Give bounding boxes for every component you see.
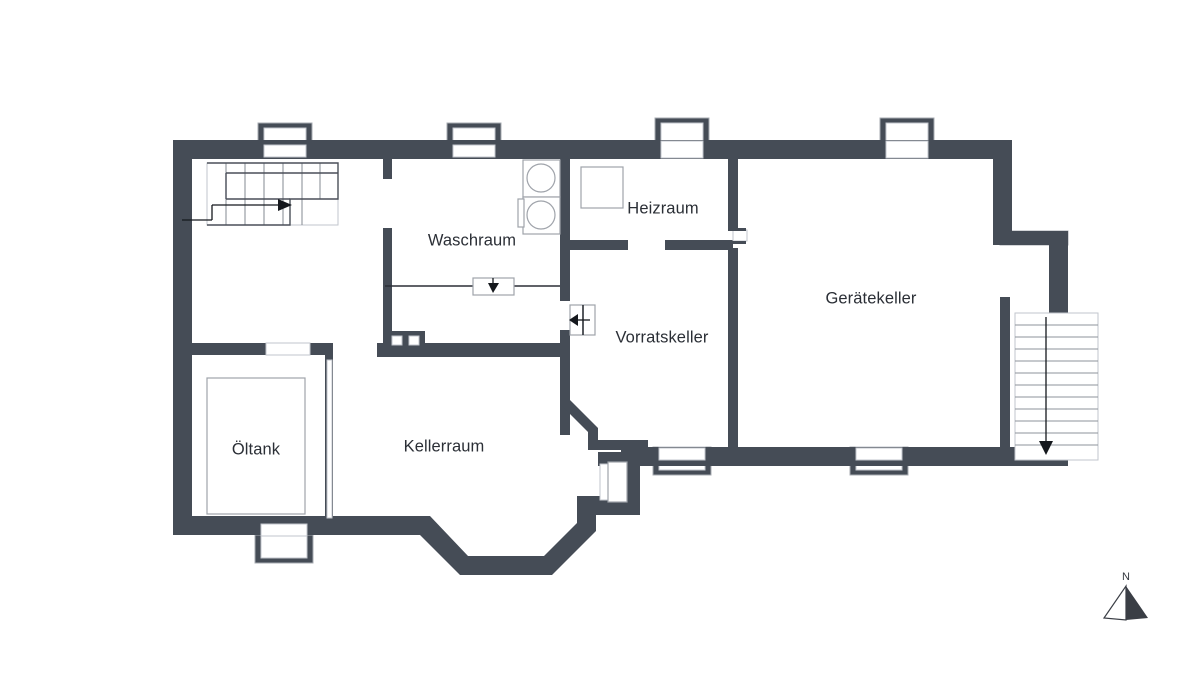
opening-oeltank-top [265, 342, 311, 356]
window-opening-1 [263, 144, 307, 158]
wall-geraetekeller-left-upper [728, 140, 738, 228]
door-jamb-bottom [728, 241, 746, 244]
stair-left-direction-arrow [278, 199, 292, 211]
wall-vorratskeller-bottom [588, 440, 648, 450]
window-opening-6 [658, 447, 706, 461]
oil-tank-icon [206, 377, 306, 515]
room-label-oeltank: Öltank [232, 440, 281, 458]
boiler-icon [580, 166, 624, 209]
window-opening-5 [260, 523, 308, 537]
room-label-waschraum: Waschraum [428, 231, 516, 249]
stair-left-outline [207, 162, 339, 226]
counter-inset-1 [391, 335, 403, 346]
compass-north-label: N [1122, 571, 1130, 583]
compass-east-half [1126, 586, 1148, 620]
stair-right-treads [1015, 324, 1098, 446]
room-label-heizraum: Heizraum [627, 199, 698, 217]
laundry-appliances [517, 159, 561, 235]
washer-drum-icon [526, 163, 556, 193]
room-label-geraetekeller: Gerätekeller [825, 289, 916, 307]
window-opening-2 [452, 144, 496, 158]
wall-stub-nw [383, 140, 392, 179]
room-label-kellerraum: Kellerraum [404, 437, 485, 455]
opening-oeltank-right [326, 359, 333, 519]
door-niche-leaf [607, 461, 628, 503]
wall-vorratskeller-angled [560, 400, 598, 448]
window-bay-5-glass [260, 534, 308, 559]
stair-right-body [1014, 312, 1099, 461]
wall-stairwell-left [1000, 297, 1010, 447]
door-vorratskeller-arrow [569, 314, 578, 326]
wall-vorratskeller-left [560, 330, 570, 435]
door-vorratskeller [569, 304, 596, 336]
wall-heizraum-bottom-right [665, 240, 733, 250]
counter-inset-2 [408, 335, 420, 346]
door-opening-geraetekeller [732, 229, 748, 242]
door-niche-box [598, 452, 640, 512]
door-waschraum-arrow [488, 283, 499, 293]
door-waschraum [385, 277, 560, 296]
wall-geraetekeller-left-lower [728, 248, 738, 450]
interior-walls [173, 140, 1010, 520]
north-arrow-icon: N [1102, 571, 1148, 621]
staircase-down-right [1014, 312, 1099, 461]
wall-heizraum-left-upper [560, 140, 570, 248]
staircase-up-left [182, 162, 339, 226]
wall-heizraum-bottom-left [570, 240, 628, 250]
dryer-drum-icon [526, 200, 556, 230]
room-labels: Waschraum Heizraum Gerätekeller Vorratsk… [232, 199, 917, 458]
wall-waschraum-bottom [377, 331, 560, 357]
stair-right-direction-arrow [1039, 441, 1053, 455]
window-opening-3 [660, 140, 704, 159]
room-label-vorratskeller: Vorratskeller [615, 328, 708, 346]
window-opening-7 [855, 447, 903, 461]
wall-openings [260, 140, 929, 537]
appliance-side-panel [517, 198, 525, 228]
door-jamb-top [728, 228, 746, 231]
window-opening-4 [885, 140, 929, 159]
compass-west-half [1102, 584, 1127, 621]
wall-heizraum-left-lower [560, 248, 570, 301]
